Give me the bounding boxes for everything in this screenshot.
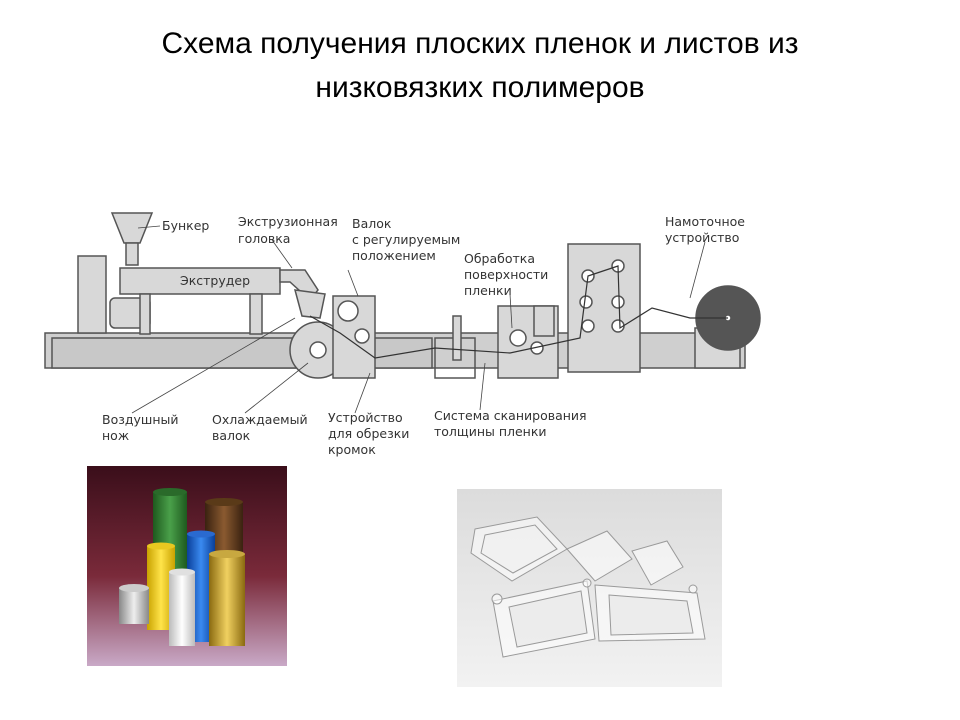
label-bunker: Бункер <box>162 218 209 233</box>
title-line-1: Схема получения плоских пленок и листов … <box>161 27 799 60</box>
label-surface-3: пленки <box>464 283 512 298</box>
label-scan-1: Система сканирования <box>434 408 587 423</box>
label-trim-2: для обрезки <box>328 426 409 441</box>
extrusion-line-diagram: Экструдер Бункер Экструзионная головка В… <box>44 212 761 457</box>
extruder-barrel <box>119 267 281 295</box>
pull-roll-tower <box>567 243 641 373</box>
label-head-1: Экструзионная <box>238 214 338 229</box>
plastic-trays-photo <box>457 489 722 687</box>
die-head <box>293 289 326 319</box>
label-surface-1: Обработка <box>464 251 535 266</box>
label-trim-3: кромок <box>328 442 376 457</box>
label-adj-roll-2: с регулируемым <box>352 232 460 247</box>
label-winder-1: Намоточное <box>665 214 745 229</box>
label-chill-1: Охлаждаемый <box>212 412 308 427</box>
label-head-2: головка <box>238 231 290 246</box>
label-airknife-2: нож <box>102 428 129 443</box>
label-surface-2: поверхности <box>464 267 548 282</box>
label-extruder: Экструдер <box>180 273 250 288</box>
film-rolls-photo <box>87 466 287 666</box>
label-airknife-1: Воздушный <box>102 412 179 427</box>
title-line-2: низковязких полимеров <box>315 71 645 104</box>
label-trim-1: Устройство <box>328 410 403 425</box>
label-adj-roll-1: Валок <box>352 216 392 231</box>
label-adj-roll-3: положением <box>352 248 436 263</box>
label-winder-2: устройство <box>665 230 739 245</box>
film-path <box>309 265 728 359</box>
slide-title: Схема получения плоских пленок и листов … <box>60 22 900 110</box>
label-chill-2: валок <box>212 428 251 443</box>
label-scan-2: толщины пленки <box>434 424 547 439</box>
hopper-shape <box>110 212 154 244</box>
drive-block <box>77 255 107 334</box>
